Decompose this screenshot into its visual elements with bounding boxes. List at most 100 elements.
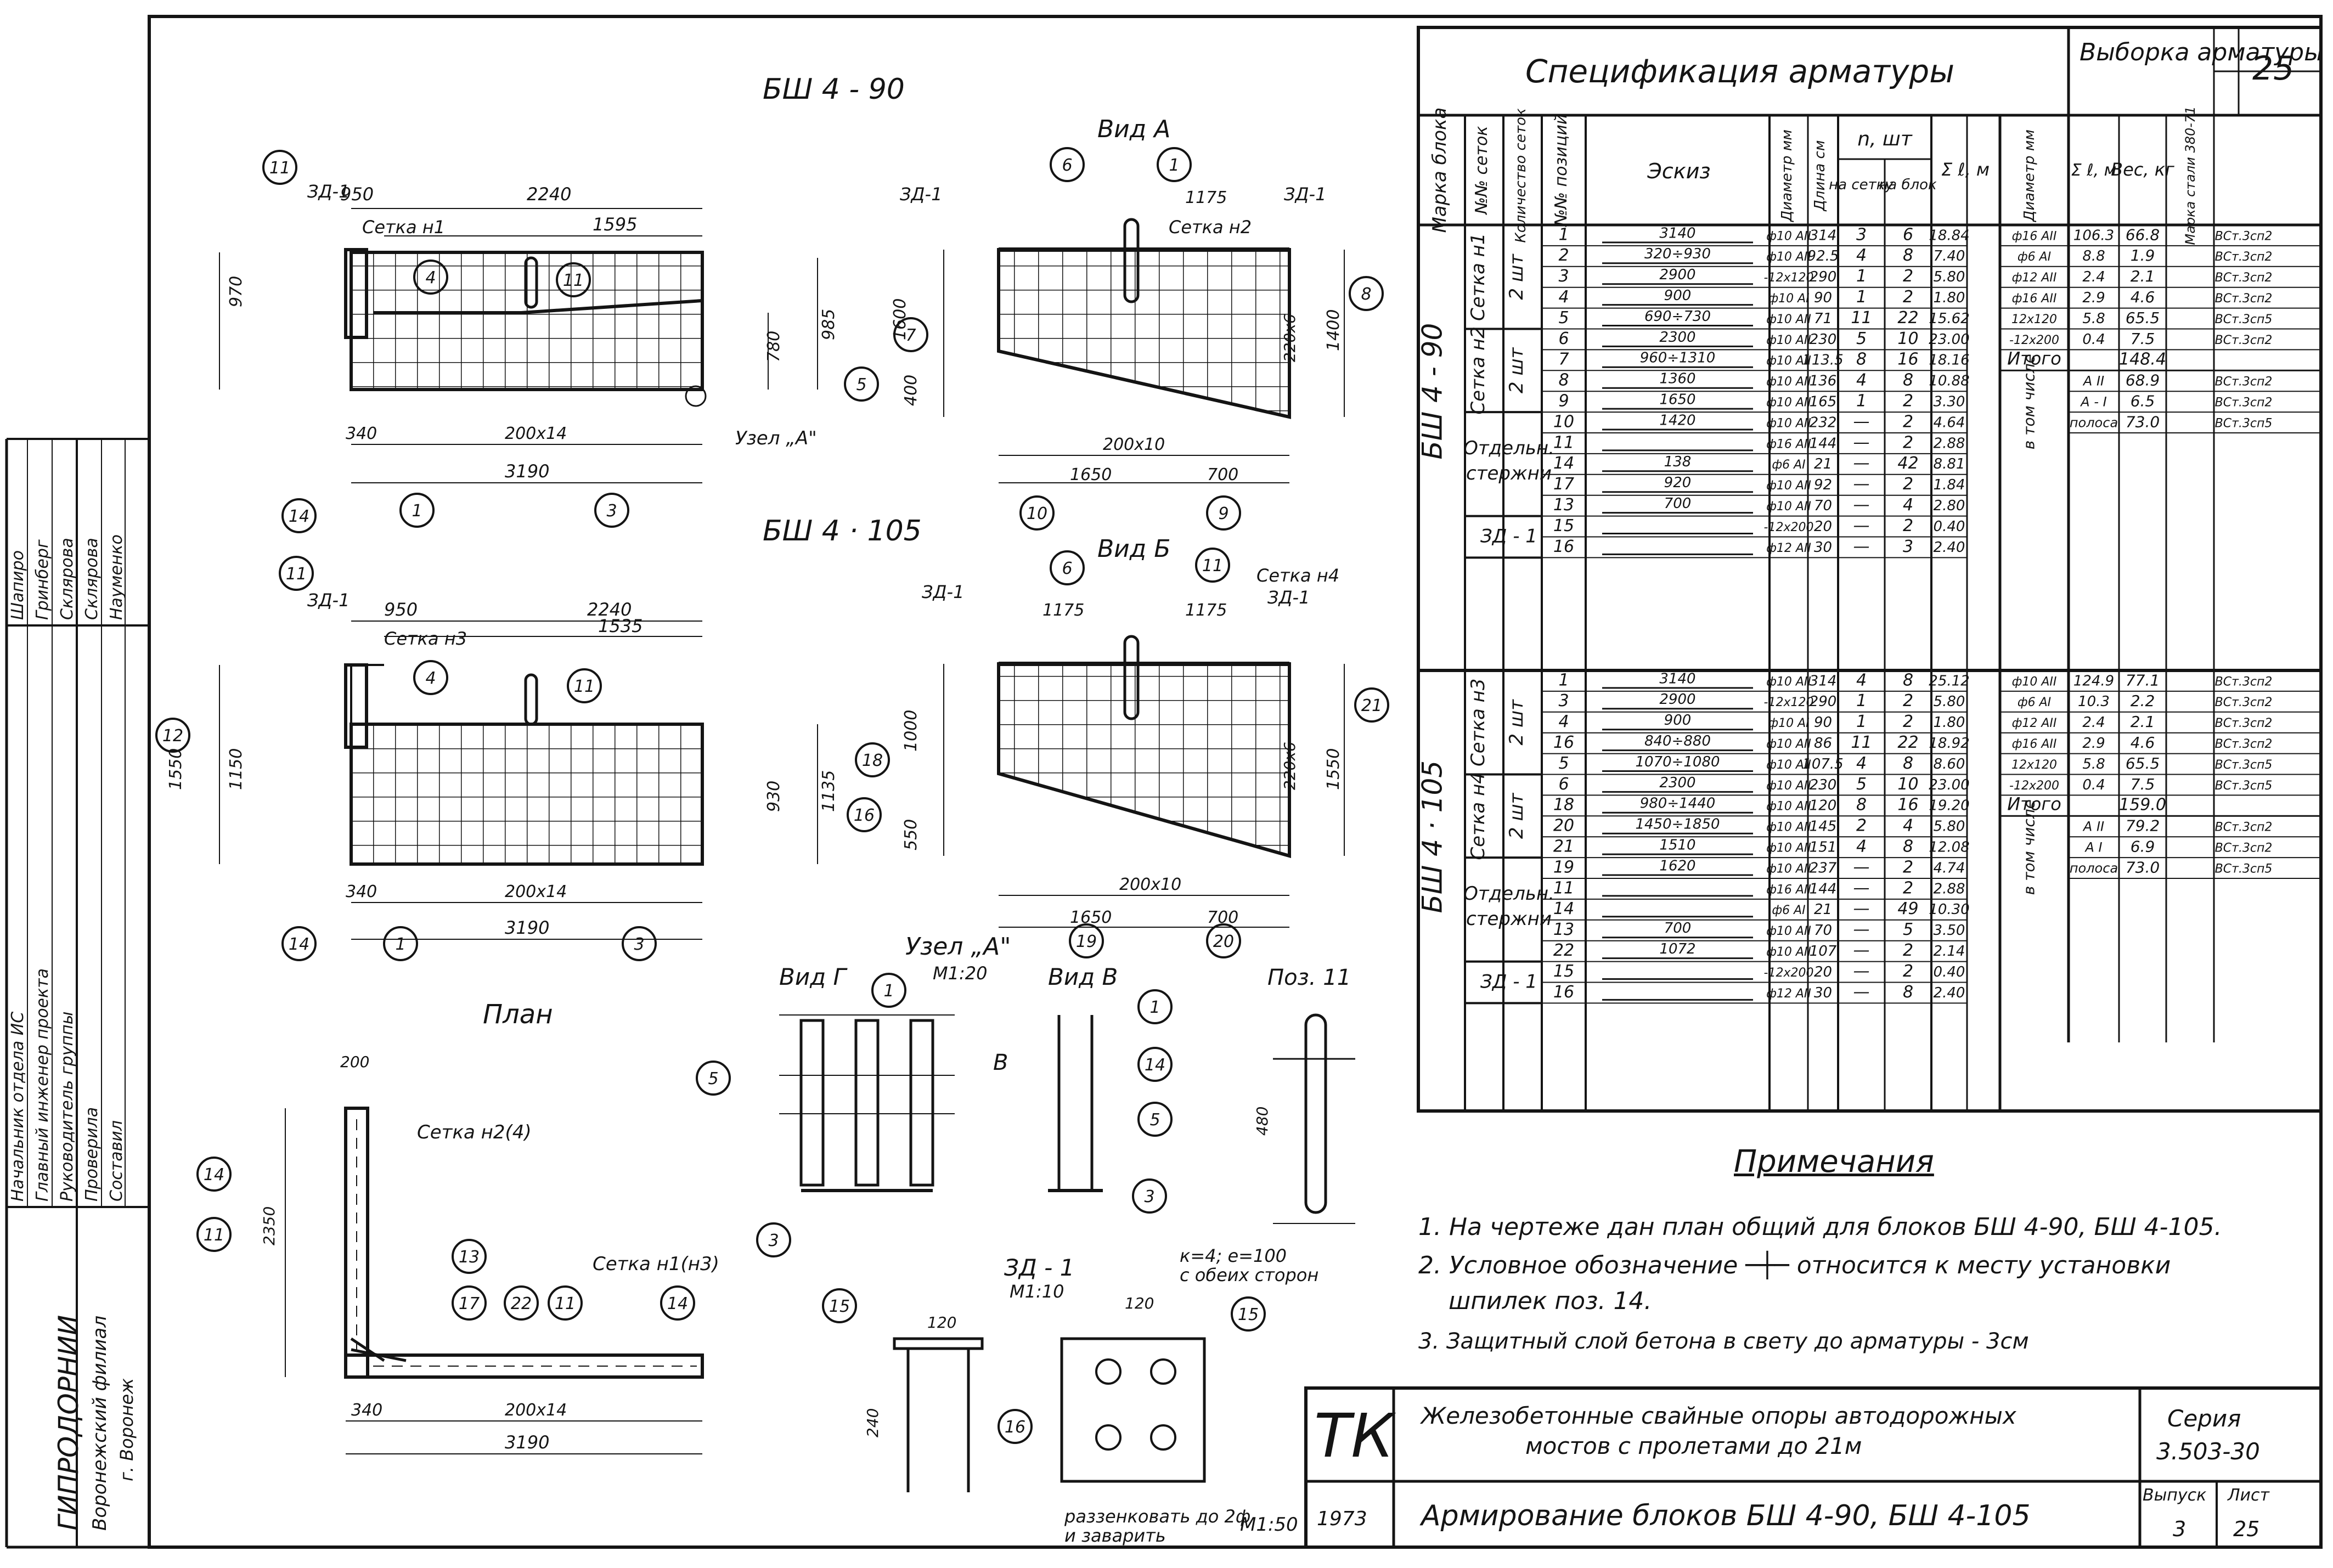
- svg-text:6: 6: [1062, 559, 1072, 578]
- g1-s0-r1-nm: 1: [1856, 691, 1867, 710]
- dim-200x14-a: 200x14: [505, 424, 567, 443]
- g0-s2-r1-len: 144: [1810, 435, 1837, 452]
- g0-incl-0-w: 68.9: [2126, 371, 2160, 390]
- g1-s2-r2-pos: 14: [1553, 899, 1574, 918]
- g0-s2-r3-nm: —: [1853, 475, 1870, 494]
- callout-position-15: 15: [1231, 1296, 1266, 1332]
- g0-sample-1-d: ф6 АI: [2018, 250, 2051, 264]
- svg-text:14: 14: [204, 1165, 224, 1185]
- plan-view: [285, 1107, 704, 1454]
- view-title-bsh490: БШ 4 - 90: [763, 73, 905, 106]
- g0-sample-1-l: 8.8: [2082, 248, 2105, 264]
- g1-s2-r3-nm: —: [1853, 920, 1870, 939]
- svg-text:1: 1: [395, 935, 405, 954]
- block-bsh4105-side-view: [219, 621, 818, 940]
- g1-sample-4-st: ВСт.3сп5: [2215, 758, 2273, 772]
- g0-s3-r1-len: 30: [1814, 539, 1832, 556]
- callout-position-19: 19: [1069, 923, 1104, 958]
- g0-s1-r3-len: 165: [1810, 393, 1837, 410]
- g0-incl-2-w: 73.0: [2126, 413, 2160, 431]
- g0-s2-r4-sum: 2.80: [1934, 498, 1965, 514]
- dim-200x14-b: 200x14: [505, 882, 567, 901]
- g0-s1-r0-pos: 6: [1558, 329, 1569, 348]
- g0-s2-r4-sketch: 700: [1664, 495, 1692, 512]
- g1-s3-r1-sum: 2.40: [1934, 985, 1965, 1001]
- g0-s2-r0-sketch: 1420: [1659, 412, 1695, 428]
- g0-s0-r1-nb: 8: [1903, 246, 1913, 265]
- g0-sample-2-l: 2.4: [2082, 269, 2105, 285]
- g1-incl-1-st: ВСт.3сп2: [2215, 841, 2273, 855]
- label-setka-n2: Сетка н2: [1169, 217, 1252, 238]
- svg-text:14: 14: [289, 935, 309, 954]
- label-zd1-callout-d: ЗД-1: [1284, 184, 1326, 205]
- g1-total: 159.0: [2119, 796, 2166, 815]
- callout-position-6: 6: [1050, 550, 1085, 585]
- g0-s0-count: 2 шт: [1506, 253, 1528, 300]
- g0-s1-r1-nb: 16: [1897, 350, 1918, 369]
- callout-position-3: 3: [1132, 1178, 1167, 1214]
- g0-incl-2-d: полоса: [2070, 415, 2118, 430]
- g0-s1-r2-diam: ф10 АII: [1766, 375, 1811, 389]
- g1-s2-r2-diam: ф6 АI: [1772, 904, 1805, 917]
- svg-text:16: 16: [854, 806, 875, 825]
- label-zd1-callout-b: ЗД-1: [307, 590, 350, 611]
- svg-text:5: 5: [1149, 1110, 1160, 1130]
- g1-sample-2-l: 2.4: [2082, 714, 2105, 731]
- svg-text:10: 10: [1027, 504, 1047, 523]
- svg-text:13: 13: [459, 1248, 480, 1267]
- g1-sample-0-w: 77.1: [2126, 671, 2160, 689]
- g0-s0-r1-sketch: 320÷930: [1644, 246, 1711, 262]
- scale-zd1: М1:10: [1010, 1281, 1064, 1302]
- callout-position-13: 13: [452, 1239, 487, 1274]
- dim-700-a: 700: [1207, 465, 1238, 484]
- stamp-name-2: Склярова: [58, 538, 77, 620]
- label-setka-n2-4: Сетка н2(4): [417, 1121, 532, 1143]
- callout-position-22: 22: [504, 1285, 539, 1321]
- g0-s3-r0-pos: 15: [1553, 516, 1574, 535]
- g0-s0-r0-diam: ф10 АII: [1766, 229, 1811, 243]
- g1-sample-2-st: ВСт.3сп2: [2215, 717, 2273, 730]
- g0-s3-r0-nb: 2: [1903, 516, 1913, 535]
- spec-headings: Спецификация арматуры Выборка арматуры: [1525, 38, 2323, 90]
- g1-s2-r1-nb: 2: [1903, 878, 1913, 898]
- g0-sample-2-st: ВСт.3сп2: [2215, 271, 2273, 285]
- dim-3190-a: 3190: [505, 461, 549, 482]
- g1-sample-2-w: 2.1: [2131, 713, 2155, 731]
- g1-s0-r4-diam: ф10 АII: [1766, 758, 1811, 772]
- g1-s3-r0-nm: —: [1853, 962, 1870, 981]
- callout-position-16: 16: [847, 797, 882, 832]
- callout-position-8: 8: [1349, 276, 1384, 311]
- g1-s1-r3-diam: ф10 АII: [1766, 841, 1811, 855]
- dim-950-b: 950: [384, 599, 418, 620]
- svg-text:19: 19: [1076, 932, 1097, 951]
- g1-s3-mesh: ЗД - 1: [1480, 971, 1537, 993]
- dim-985: 985: [819, 309, 838, 340]
- drawing-labels: БШ 4 - 90 БШ 4 · 105 Вид А Вид Б План Уз…: [166, 73, 1351, 1546]
- g1-incl-1-w: 6.9: [2131, 837, 2155, 855]
- g0-block: БШ 4 - 90: [1417, 323, 1449, 460]
- g0-incl-1-d: А - I: [2080, 394, 2106, 409]
- g1-s2-mesh-a: Отдельн.: [1463, 883, 1554, 905]
- g1-s1-r1-diam: ф10 АII: [1766, 800, 1811, 814]
- g0-sample-4-w: 65.5: [2126, 309, 2160, 327]
- g0-s1-r0-sum: 23.00: [1929, 331, 1969, 348]
- g0-s0-r2-sketch: 2900: [1659, 267, 1695, 283]
- g1-s1-r2-nm: 2: [1856, 816, 1867, 836]
- g1-s0-r2-diam: ф10 АI: [1768, 717, 1809, 730]
- g1-s2-r3-pos: 13: [1553, 920, 1574, 939]
- g0-s0-r0-nm: 3: [1856, 225, 1867, 244]
- g1-incl-2-d: полоса: [2070, 860, 2118, 876]
- notes-title: Примечания: [1734, 1144, 1934, 1180]
- svg-text:14: 14: [1145, 1056, 1165, 1075]
- svg-text:11: 11: [204, 1226, 224, 1245]
- g1-s1-r3-sketch: 1510: [1659, 837, 1695, 853]
- g0-s1-r0-nm: 5: [1856, 329, 1867, 348]
- corner-sheet-number: 25: [2252, 49, 2294, 88]
- hdr-sketch: Эскиз: [1647, 159, 1710, 183]
- svg-text:4: 4: [425, 669, 436, 688]
- label-zd1-callout-e: ЗД-1: [922, 582, 964, 602]
- g0-sample-0-l: 106.3: [2073, 227, 2114, 244]
- dim-200: 200: [340, 1053, 369, 1071]
- g0-s3-r1-nm: —: [1853, 537, 1870, 556]
